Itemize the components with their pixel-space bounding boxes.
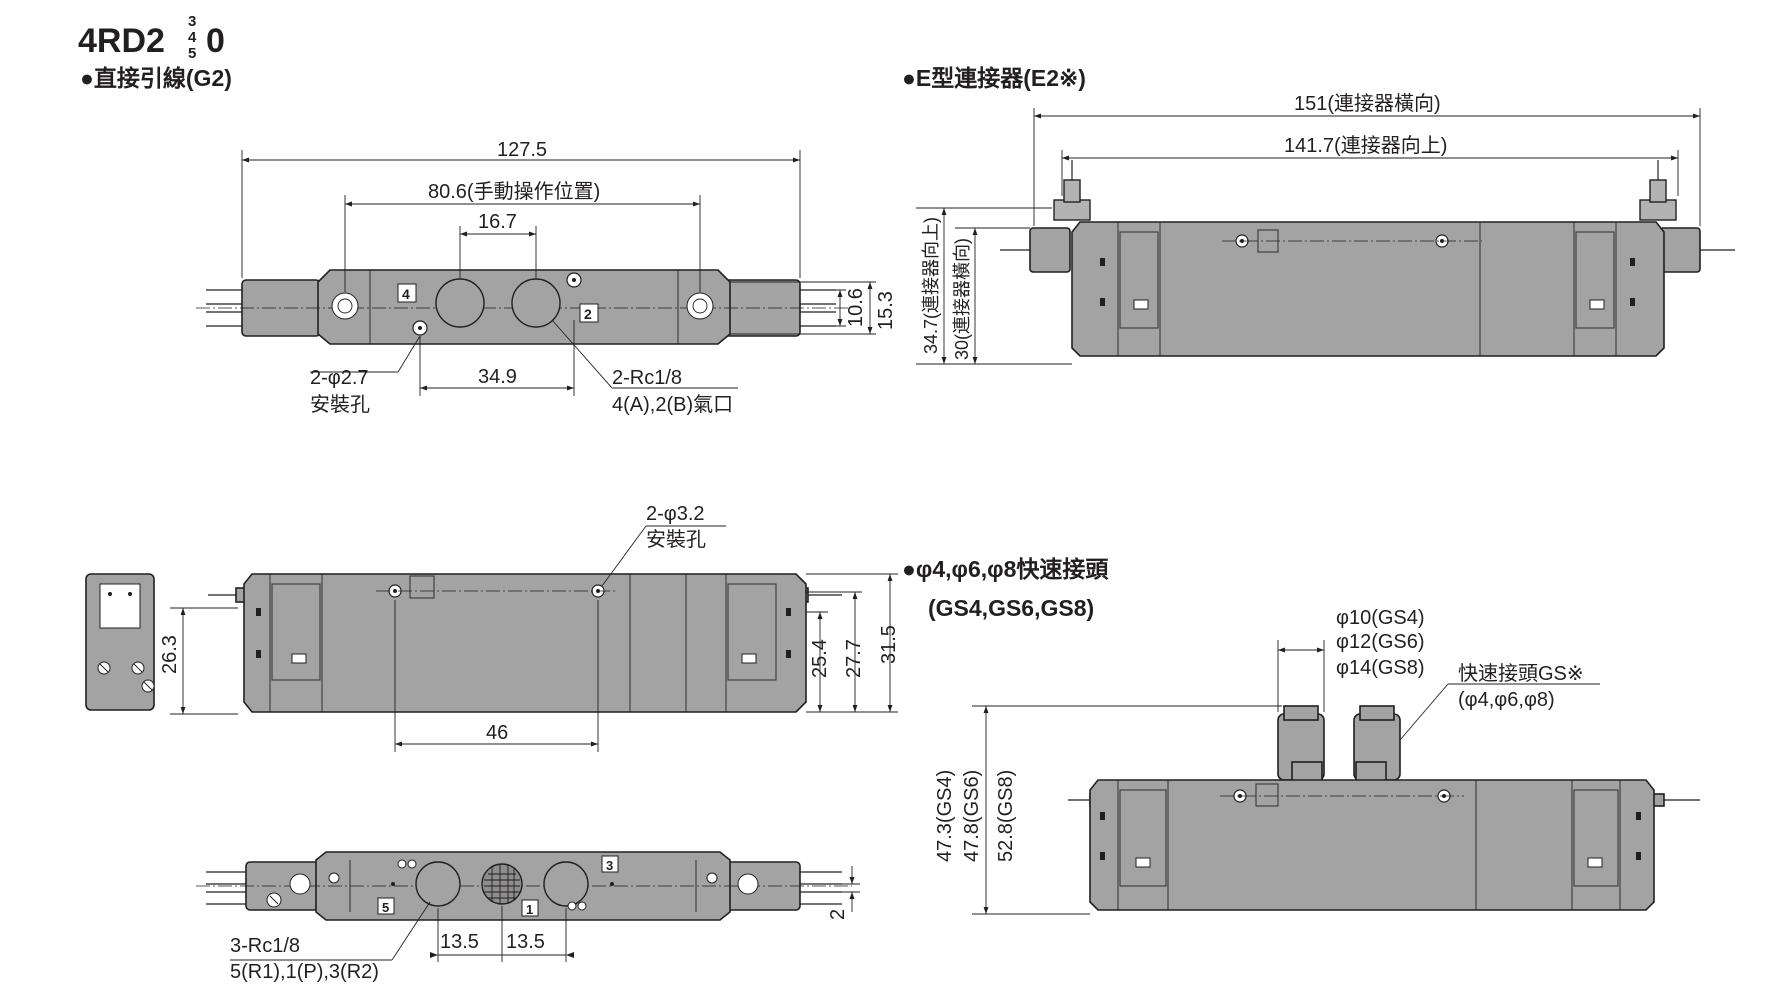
front-dim-h3: 31.5 xyxy=(878,625,900,664)
qf-dia-gs8: φ14(GS8) xyxy=(1336,657,1425,679)
top-hole-note-2: 安裝孔 xyxy=(310,393,370,416)
qf-dia-gs4: φ10(GS4) xyxy=(1336,607,1425,629)
qf-fitting-note-1: 快速接頭GS※ xyxy=(1458,662,1584,685)
top-port-note-1: 2-Rc1/8 xyxy=(612,367,682,389)
bottom-port-label-1: 1 xyxy=(526,902,533,917)
top-view: 4 2 127.5 80.6(手動操作位置) 16.7 34.9 2-φ2.7 xyxy=(196,139,897,416)
front-dim-hole-pitch: 46 xyxy=(486,722,508,744)
e-dim-width-up: 141.7(連接器向上) xyxy=(1284,134,1447,157)
e-connector-view: 151(連接器橫向) 141.7(連接器向上) 34.7(連接器向上) 30(連… xyxy=(916,92,1735,365)
qf-h-gs4: 47.3(GS4) xyxy=(934,770,956,862)
top-dim-pitch: 16.7 xyxy=(478,211,517,233)
top-dim-h2: 15.3 xyxy=(875,291,897,330)
qf-fitting-note-2: (φ4,φ6,φ8) xyxy=(1458,689,1555,711)
bottom-port-note-2: 5(R1),1(P),3(R2) xyxy=(230,961,379,983)
section-quick-fitting-1: ●φ4,φ6,φ8快速接頭 xyxy=(902,556,1109,582)
title: 4RD2 3 4 5 0 xyxy=(78,13,225,62)
front-view: 2-φ3.2 安裝孔 46 25.4 27.7 31.5 xyxy=(208,503,900,752)
top-hole-note-1: 2-φ2.7 xyxy=(310,367,369,389)
bottom-port-label-3: 3 xyxy=(606,858,613,873)
front-hole-note-2: 安裝孔 xyxy=(646,528,706,551)
bottom-port-label-5: 5 xyxy=(382,900,389,915)
e-dim-height-side: 30(連接器橫向) xyxy=(952,238,972,360)
front-hole-note-1: 2-φ3.2 xyxy=(646,503,705,525)
end-view: 26.3 xyxy=(85,573,238,715)
section-quick-fitting-2: (GS4,GS6,GS8) xyxy=(928,595,1094,621)
top-dim-manual: 80.6(手動操作位置) xyxy=(428,180,600,203)
quick-fitting-view: φ10(GS4) φ12(GS6) φ14(GS8) 快速接頭GS※ (φ4,φ… xyxy=(934,607,1700,915)
end-dim-height: 26.3 xyxy=(159,635,181,674)
bottom-port-note-1: 3-Rc1/8 xyxy=(230,935,300,957)
title-fraction-top: 3 xyxy=(188,13,196,30)
title-fraction-bot: 5 xyxy=(188,45,196,62)
bottom-dim-small: 2 xyxy=(827,909,849,920)
top-dim-port-span: 34.9 xyxy=(478,366,517,388)
top-port-label-4: 4 xyxy=(402,286,410,302)
e-dim-width-side: 151(連接器橫向) xyxy=(1294,92,1441,115)
title-suffix: 0 xyxy=(206,22,225,60)
bottom-view: 5 1 3 13.5 13.5 3-Rc1/8 5(R1),1(P),3(R2)… xyxy=(196,851,860,983)
e-dim-height-up: 34.7(連接器向上) xyxy=(921,217,941,354)
title-main: 4RD2 xyxy=(78,22,165,60)
qf-dia-gs6: φ12(GS6) xyxy=(1336,631,1425,653)
section-direct-wire: ●直接引線(G2) xyxy=(80,65,232,91)
front-dim-h2: 27.7 xyxy=(843,639,865,678)
top-dim-h1: 10.6 xyxy=(845,288,867,327)
bottom-dim-pitch-b: 13.5 xyxy=(506,931,545,953)
top-port-note-2: 4(A),2(B)氣口 xyxy=(612,393,733,416)
section-e-connector: ●E型連接器(E2※) xyxy=(902,65,1086,91)
top-dim-overall: 127.5 xyxy=(497,139,547,161)
top-port-label-2: 2 xyxy=(584,306,592,322)
qf-h-gs8: 52.8(GS8) xyxy=(995,770,1017,862)
front-dim-h1: 25.4 xyxy=(809,639,831,678)
qf-h-gs6: 47.8(GS6) xyxy=(961,770,983,862)
bottom-dim-pitch-a: 13.5 xyxy=(440,931,479,953)
title-fraction-mid: 4 xyxy=(188,29,197,46)
